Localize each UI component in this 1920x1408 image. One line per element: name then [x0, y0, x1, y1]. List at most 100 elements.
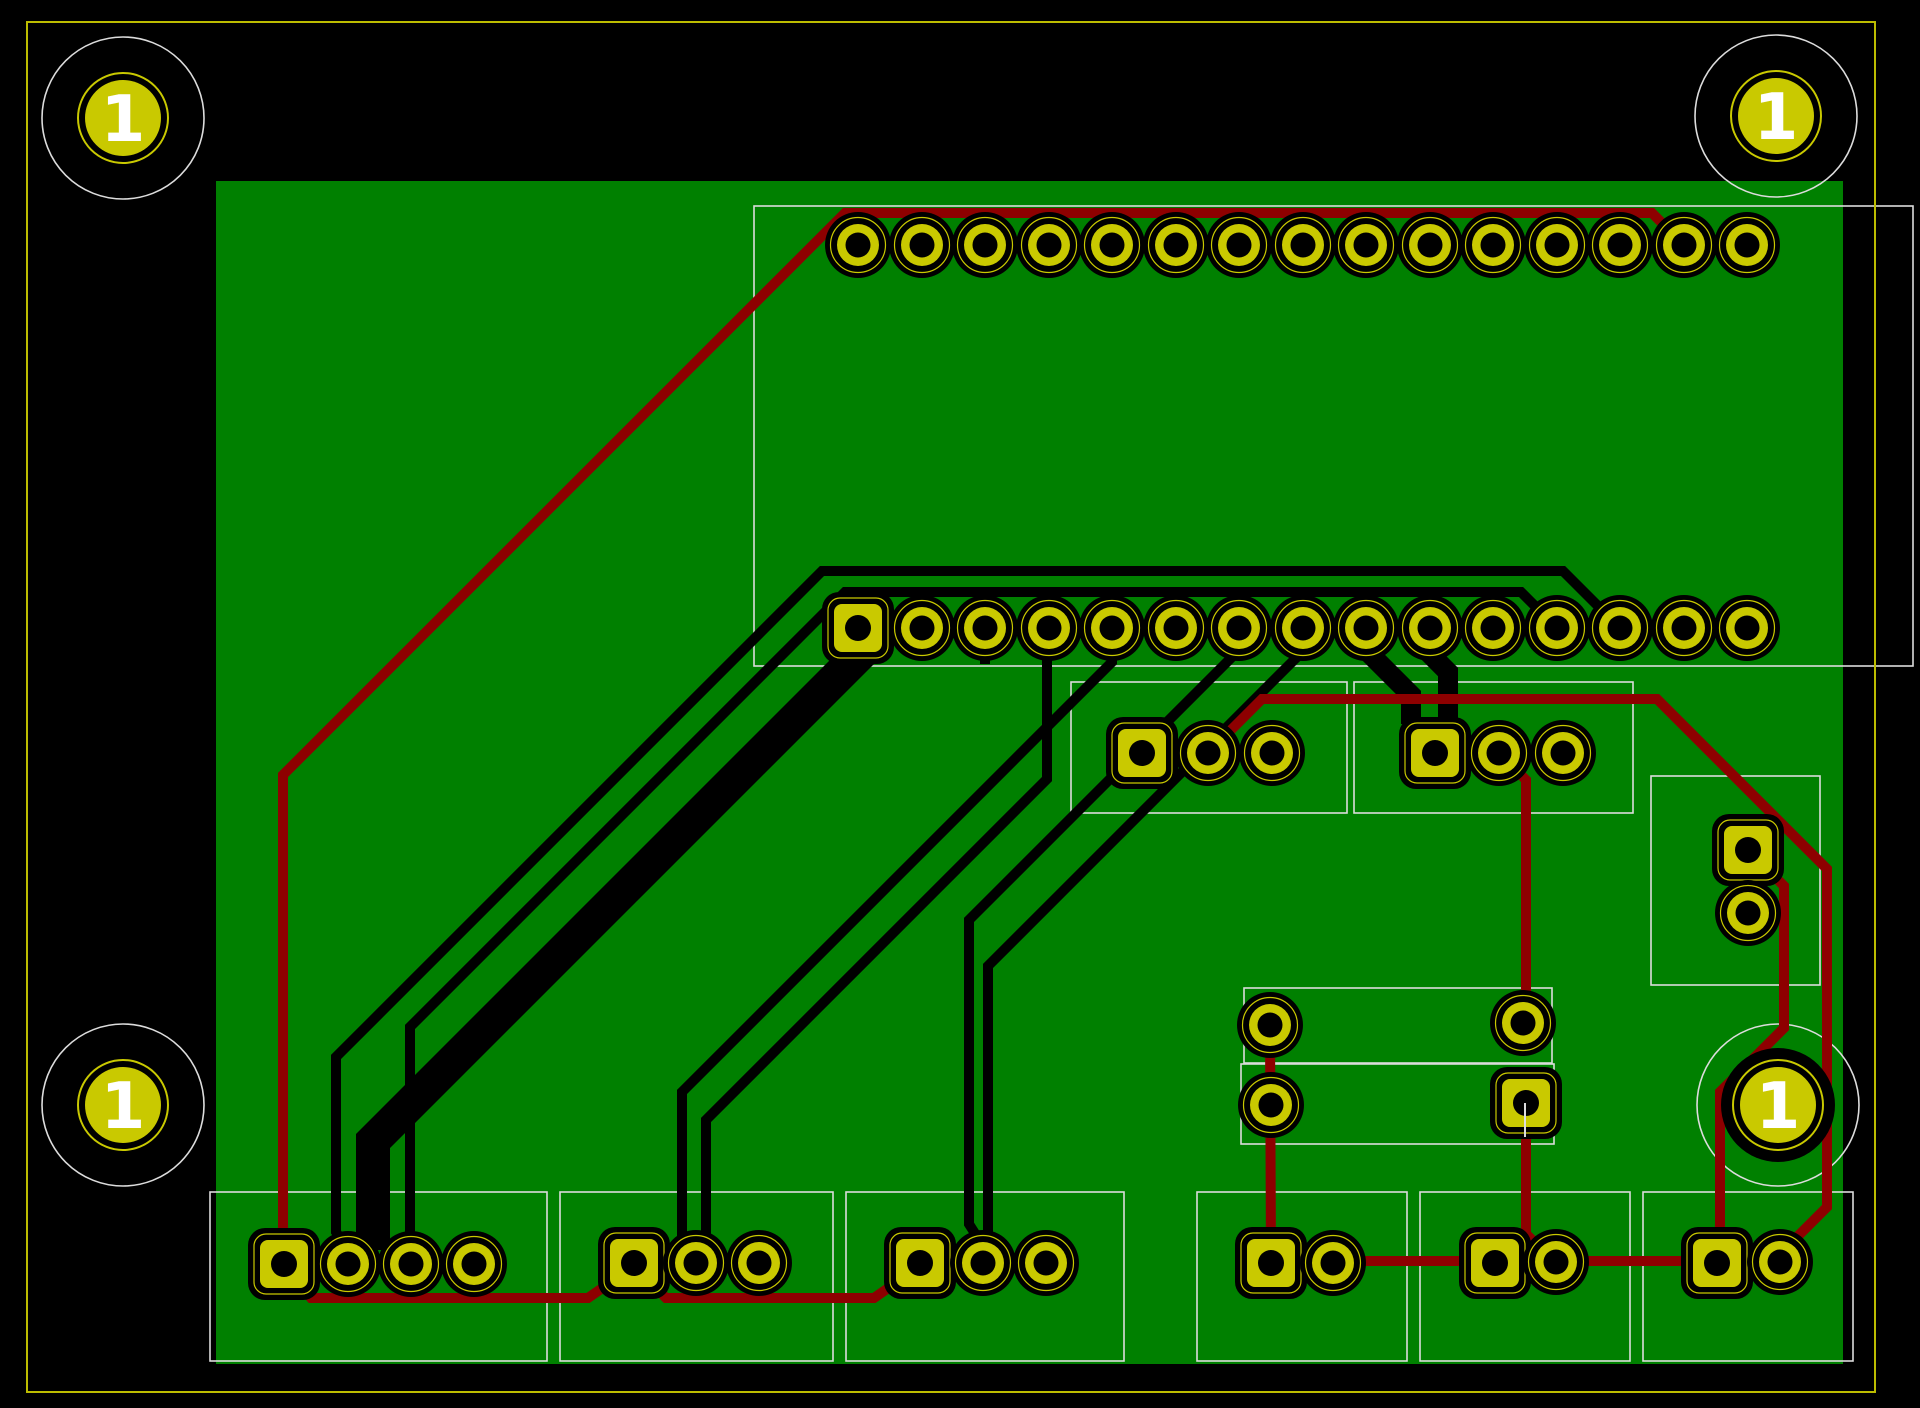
mounting-hole-thin-ring	[1730, 70, 1822, 162]
groupA-pad3-hole	[398, 1251, 424, 1277]
group2-pad1-hole	[1422, 740, 1448, 766]
groupD-pad2-silk-circle	[1304, 1234, 1362, 1292]
trace-diag-b2	[701, 628, 1052, 1248]
groupB-pad2-silk-circle	[667, 1234, 725, 1292]
groupB-pad2-hole	[683, 1250, 709, 1276]
mounting-hole-thin-ring	[77, 1059, 169, 1151]
groupC-pad3-silk-circle	[1017, 1234, 1075, 1292]
group1-pad2-silk-circle	[1179, 724, 1237, 782]
outline-headers	[753, 205, 1914, 667]
groupA-pad2-hole	[335, 1251, 361, 1277]
groupA-pad4-silk-circle	[445, 1235, 503, 1293]
header-row1-pin2-hole	[909, 232, 935, 258]
group1-pad3-silk-circle	[1243, 724, 1301, 782]
layer-holes: 1 1 1 1	[66, 59, 1835, 1162]
groupF-pad2-silk-circle	[1751, 1233, 1809, 1291]
header-row1-pin13-silk-circle	[1591, 216, 1649, 274]
header-row2-pin5-silk-circle	[1083, 599, 1141, 657]
header-row2-pin6-hole	[1163, 615, 1189, 641]
groupA-pad1-silk-square	[253, 1233, 315, 1295]
header-row1-pin5-hole	[1099, 232, 1125, 258]
group1-pad1-silk-square	[1111, 722, 1173, 784]
header-row1-pin5-silk-circle	[1083, 216, 1141, 274]
groupE-pad1-hole	[1482, 1250, 1508, 1276]
quad-pad-tl-hole	[1257, 1012, 1283, 1038]
group2-pad2-hole	[1486, 740, 1512, 766]
header-row2-pin11-hole	[1480, 615, 1506, 641]
group1-pad1-hole	[1129, 740, 1155, 766]
groupF-pad1-hole	[1704, 1250, 1730, 1276]
mounting-hole-4: 1	[1721, 1048, 1835, 1162]
header-row2-pin10-silk-circle	[1401, 599, 1459, 657]
groupA-pad1-hole	[271, 1251, 297, 1277]
header-row1-pin11-silk-circle	[1464, 216, 1522, 274]
groupA-pad2-silk-circle	[319, 1235, 377, 1293]
mounting-hole-label: 1	[1756, 1070, 1801, 1144]
header-row2-pin4-hole	[1036, 615, 1062, 641]
header-row2-pin8-silk-circle	[1274, 599, 1332, 657]
header-row1-pin10-hole	[1417, 232, 1443, 258]
groupA-pad3-silk-circle	[382, 1235, 440, 1293]
mounting-hole-ring-4	[1696, 1023, 1860, 1187]
quad-pad-tr-hole	[1510, 1010, 1536, 1036]
mounting-hole-label: 1	[101, 1070, 146, 1144]
board-dimension-frame	[26, 21, 1876, 1393]
groupC-pad2-silk-circle	[954, 1234, 1012, 1292]
groupF-pad2-hole	[1767, 1249, 1793, 1275]
header-row1-pin7-silk-circle	[1210, 216, 1268, 274]
mounting-hole-thin-ring	[1732, 1059, 1824, 1151]
groupC-pad2-hole	[970, 1250, 996, 1276]
groupB-pad3-hole	[746, 1250, 772, 1276]
header-row2-pin2-silk-circle	[893, 599, 951, 657]
header-row1-pin1-silk-circle	[829, 216, 887, 274]
header-row1-pin3-silk-circle	[956, 216, 1014, 274]
mounting-hole-1: 1	[66, 61, 180, 175]
group2-pad1-silk-square	[1404, 722, 1466, 784]
board-substrate	[216, 181, 1843, 1364]
outline-group2	[1353, 681, 1634, 814]
header-row2-pin3-hole	[972, 615, 998, 641]
header-row2-pin4-silk-circle	[1020, 599, 1078, 657]
header-row2-pin6-silk-circle	[1147, 599, 1205, 657]
groupE-pad2-hole	[1543, 1249, 1569, 1275]
header-row2-pin13-hole	[1607, 615, 1633, 641]
mounting-hole-ring-1	[41, 36, 205, 200]
header-row2-pin1-hole	[845, 615, 871, 641]
header-row1-pin4-hole	[1036, 232, 1062, 258]
mounting-hole-3: 1	[66, 1048, 180, 1162]
header-row2-pin8-hole	[1290, 615, 1316, 641]
groupD-pad1-hole	[1258, 1250, 1284, 1276]
groupB-pad3-silk-circle	[730, 1234, 788, 1292]
header-row1-pin7-hole	[1226, 232, 1252, 258]
header-row1-pin2-silk-circle	[893, 216, 951, 274]
header-row1-pin12-silk-circle	[1528, 216, 1586, 274]
layer-pads	[248, 212, 1813, 1300]
group2-pad2-silk-circle	[1470, 724, 1528, 782]
header-row1-pin3-hole	[972, 232, 998, 258]
header-row2-pin1-silk-square	[827, 597, 889, 659]
rightpair-pad2-silk-circle	[1719, 884, 1777, 942]
header-row2-pin14-silk-circle	[1655, 599, 1713, 657]
header-row2-pin2-hole	[909, 615, 935, 641]
header-row1-pin6-silk-circle	[1147, 216, 1205, 274]
mounting-hole-pad	[1740, 1067, 1816, 1143]
header-row2-pin15-silk-circle	[1718, 599, 1776, 657]
header-row1-pin13-hole	[1607, 232, 1633, 258]
groupE-pad2-silk-circle	[1527, 1233, 1585, 1291]
header-row1-pin15-silk-circle	[1718, 216, 1776, 274]
header-row1-pin1-hole	[845, 232, 871, 258]
layer-board	[216, 181, 1843, 1364]
mounting-hole-label: 1	[101, 83, 146, 157]
header-row1-pin6-hole	[1163, 232, 1189, 258]
quad-pad-tr-silk-circle	[1494, 994, 1552, 1052]
outline-groupF	[1642, 1191, 1854, 1362]
header-row2-pin9-silk-circle	[1337, 599, 1395, 657]
header-row2-pin12-hole	[1544, 615, 1570, 641]
mounting-hole-pad	[1738, 78, 1814, 154]
mounting-hole-label: 1	[1754, 81, 1799, 155]
header-row2-pin7-silk-circle	[1210, 599, 1268, 657]
outline-groupD	[1196, 1191, 1408, 1362]
header-row1-pin15-hole	[1734, 232, 1760, 258]
header-row2-pin10-hole	[1417, 615, 1443, 641]
